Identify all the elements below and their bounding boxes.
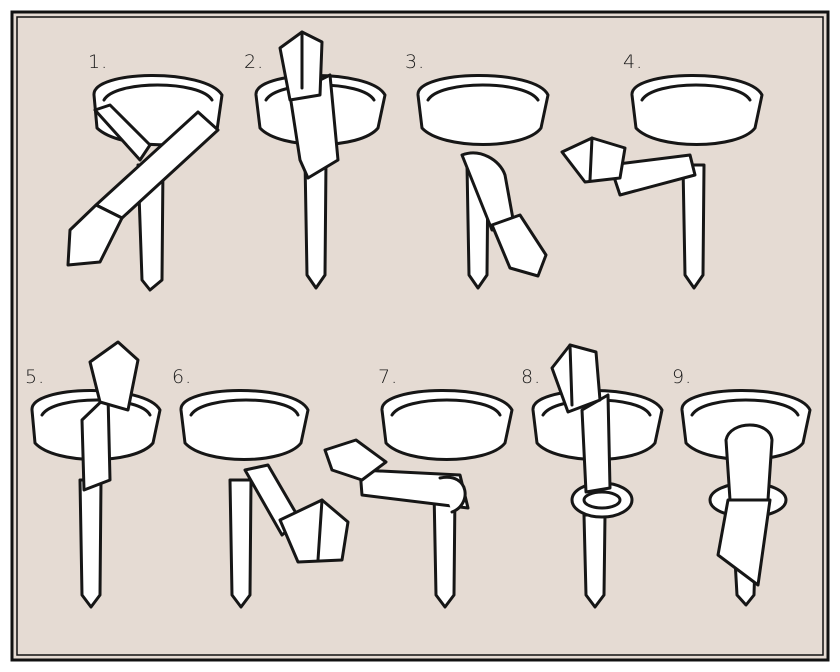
- tie-step-3-icon: [416, 74, 550, 290]
- tie-step-4-icon: [560, 74, 764, 290]
- tie-step-6-icon: [179, 389, 350, 609]
- tie-step-9-icon: [680, 389, 812, 607]
- tie-step-1-icon: [66, 74, 224, 292]
- tie-step-2-icon: [254, 30, 387, 290]
- tie-step-5-icon: [30, 340, 162, 609]
- step-label-7: 7.: [378, 366, 398, 388]
- tie-step-8-icon: [531, 343, 664, 609]
- step-label-5: 5.: [25, 366, 45, 388]
- tie-step-7-icon: [323, 389, 514, 609]
- step-label-6: 6.: [172, 366, 192, 388]
- step-label-3: 3.: [405, 51, 425, 73]
- step-label-2: 2.: [244, 51, 264, 73]
- step-label-1: 1.: [88, 51, 108, 73]
- step-label-4: 4.: [623, 51, 643, 73]
- step-label-8: 8.: [521, 366, 541, 388]
- step-label-9: 9.: [672, 366, 692, 388]
